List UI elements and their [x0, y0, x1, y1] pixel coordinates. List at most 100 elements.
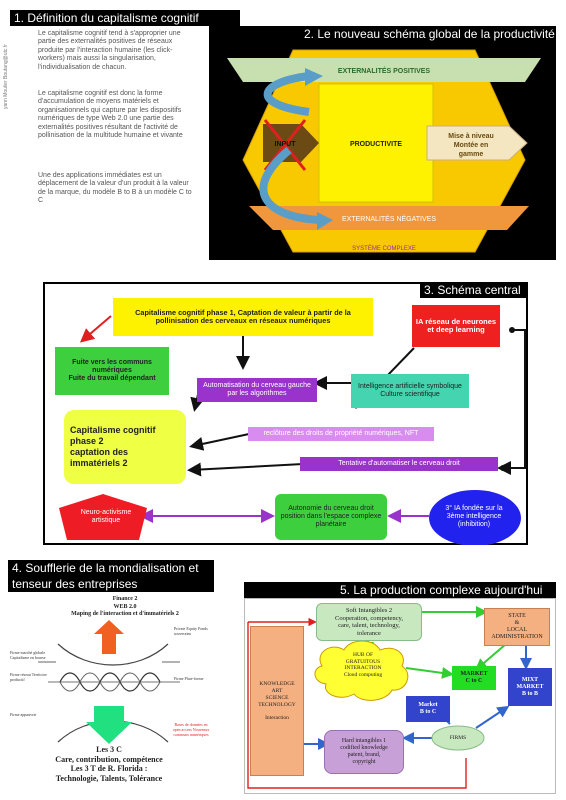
ext-pos-label: EXTERNALITÉS POSITIVES [338, 66, 431, 75]
loop-dot-1 [509, 327, 515, 333]
upgrade-label-1: Mise à niveau [448, 133, 494, 140]
input-label: INPUT [275, 141, 297, 148]
hard-line-3: patent, brand, [347, 752, 381, 758]
finance-line-2: WEB 2.0 [113, 603, 137, 610]
soft-line-4: tolerance [357, 629, 381, 637]
phase2-line-3: captation des [70, 447, 129, 457]
hard-line-2: codified knowledge [340, 744, 388, 751]
hub-line-1: HUB OF [352, 652, 374, 658]
state-line-3: LOCAL [507, 627, 527, 633]
soft-intangibles-box: Soft Intangibles 2 Cooperation, competen… [316, 603, 422, 641]
bottom-line-2: Care, contribution, compétence [55, 754, 163, 764]
market-btoc-box: Market B to C [406, 696, 450, 722]
fuite-line-1: Fuite vers les communs numériques [72, 359, 152, 374]
state-box: STATE & LOCAL ADMINISTRATION [484, 608, 550, 646]
side-credit: yann Moulier Boutang@utc.fr [3, 44, 9, 109]
feedback-arrow-top [263, 72, 310, 116]
market-ctoc-line-1: MARKET [460, 671, 488, 677]
section3-title: 3. Schéma central [420, 282, 528, 298]
upgrade-label-3: gamme [459, 151, 484, 158]
loop-right [497, 329, 526, 475]
green-hub-market [405, 666, 454, 679]
soft-line-2: Cooperation, competency, [335, 614, 403, 622]
section1-paragraph-1: Le capitalisme cognitif tend à s'appropr… [38, 30, 181, 71]
right-label-1: Private Equity Fonds souverains [174, 626, 208, 636]
firms-ellipse [431, 725, 485, 751]
hub-line-3: INTERACTION [344, 665, 382, 671]
ia-symb-box: Intelligence artificielle symbolique Cul… [351, 374, 469, 408]
helix [59, 672, 161, 692]
finance-line-3: Maping de l'interaction et d'immatériels… [71, 611, 179, 617]
bottom-line-3: Les 3 T de R. Florida : [70, 764, 148, 773]
loop-dot-2 [500, 465, 506, 471]
wind-tunnel-diagram [38, 620, 180, 744]
knowledge-line-2: ART [271, 687, 283, 694]
right-label-2: Firme Plate-forme [174, 676, 204, 681]
hard-line-1: Hard intangibles 1 [341, 737, 387, 744]
upgrade-arrow [426, 125, 528, 161]
section3-arrows [59, 308, 526, 545]
finance-line-1: Finance 2 [112, 596, 138, 602]
phase2-line-4: immatériels 2 [70, 458, 128, 468]
bottom-label: Les 3 C Care, contribution, compétence L… [34, 745, 184, 783]
hub-cloud [314, 640, 409, 701]
arrow-phase1-to-fuite [79, 315, 112, 343]
fuite-box: Fuite vers les communs numériques Fuite … [55, 347, 169, 395]
hub-line-2: GRATUITOUS [345, 658, 381, 665]
ia3-label: 3° IA fondée sur la 3ème intelligence (i… [445, 505, 503, 528]
section1-title: 1. Définition du capitalisme cognitif [10, 10, 240, 26]
section5-frame [244, 598, 556, 794]
phase1-box: Capitalisme cognitif phase 1, Captation … [113, 298, 373, 336]
state-line-2: & [514, 620, 520, 626]
section1-paragraph-3: Une des applications immédiates est un d… [38, 172, 192, 205]
section5-diagram [247, 606, 532, 789]
orange-arrow-up [94, 620, 124, 654]
section1-paragraph-2: Le capitalisme cognitif est donc la form… [38, 90, 183, 140]
state-line-1: STATE [508, 613, 526, 619]
state-line-4: ADMINISTRATION [491, 634, 543, 640]
knowledge-line-3: SCIENCE [265, 694, 289, 701]
knowledge-line-1: KNOWLEDGE [259, 680, 295, 687]
ia-reseau-box: IA réseau de neurones et deep learning [412, 305, 500, 347]
fuite-line-2: Fuite du travail dépendant [68, 375, 156, 382]
left-label-3: Firme appauvrie [10, 712, 37, 717]
blue-firms-mixt [475, 705, 510, 729]
feedback-arrow-bottom [259, 146, 322, 224]
phase2-line-2: phase 2 [70, 436, 104, 446]
mixt-line-2: MARKET [516, 683, 544, 690]
section5-title: 5. La production complexe aujourd'hui [244, 582, 556, 598]
hub-label: HUB OF GRATUITOUS INTERACTION Cloud comp… [326, 644, 400, 686]
knowledge-box: KNOWLEDGE ART SCIENCE TECHNOLOGY Interac… [250, 626, 304, 776]
arrow-recloture [189, 433, 250, 451]
ext-neg-label: EXTERNALITÉS NÉGATIVES [342, 214, 436, 223]
market-ctoc-box: MARKET C to C [452, 666, 496, 690]
complex-system-label: SYSTÈME COMPLEXE [352, 245, 416, 252]
autonomie-box: Autonomie du cerveau droit position dans… [275, 494, 387, 540]
phase2-line-1: Capitalisme cognitif [70, 425, 156, 435]
tentative-box: Tentative d'automatiser le cerveau droit [300, 457, 498, 471]
mixt-line-3: B to B [521, 690, 538, 697]
bottom-line-1: Les 3 C [96, 745, 122, 754]
helix-2 [59, 672, 161, 692]
knowledge-line-4: TECHNOLOGY [258, 701, 296, 708]
finance-label: Finance 2 WEB 2.0 Maping de l'interactio… [50, 596, 200, 619]
hard-intangibles-box: Hard intangibles 1 codified knowledge pa… [324, 730, 404, 774]
tunnel-top [57, 643, 169, 666]
market-ctoc-line-2: C to C [465, 678, 483, 684]
neuro-label: Neuro-activisme artistique [80, 509, 132, 524]
soft-line-3: care, talent, technology, [338, 622, 400, 629]
mixt-line-1: MIXT [521, 676, 539, 683]
hard-line-4: copyright [352, 759, 376, 766]
arrow-tentative [187, 462, 304, 477]
soft-line-1: Soft Intangibles 2 [345, 607, 393, 614]
bottom-line-4: Technologie, Talents, Tolérance [55, 773, 163, 783]
section3-frame [43, 282, 528, 545]
section4-title-line-2: tenseur des entreprises [8, 576, 214, 592]
green-arrow-down [86, 706, 132, 744]
market-btoc-line-1: Market [418, 702, 438, 708]
feedback-arrow-bottom-head [317, 212, 333, 230]
section2-diagram: EXTERNALITÉS POSITIVES INPUT PRODUCTIVIT… [227, 49, 541, 253]
red-note: Bases de données en open access Nouveaux… [172, 722, 210, 737]
feedback-arrow-top-head [305, 68, 323, 86]
left-label-2: Firme réseau Territoire productif [10, 672, 47, 682]
